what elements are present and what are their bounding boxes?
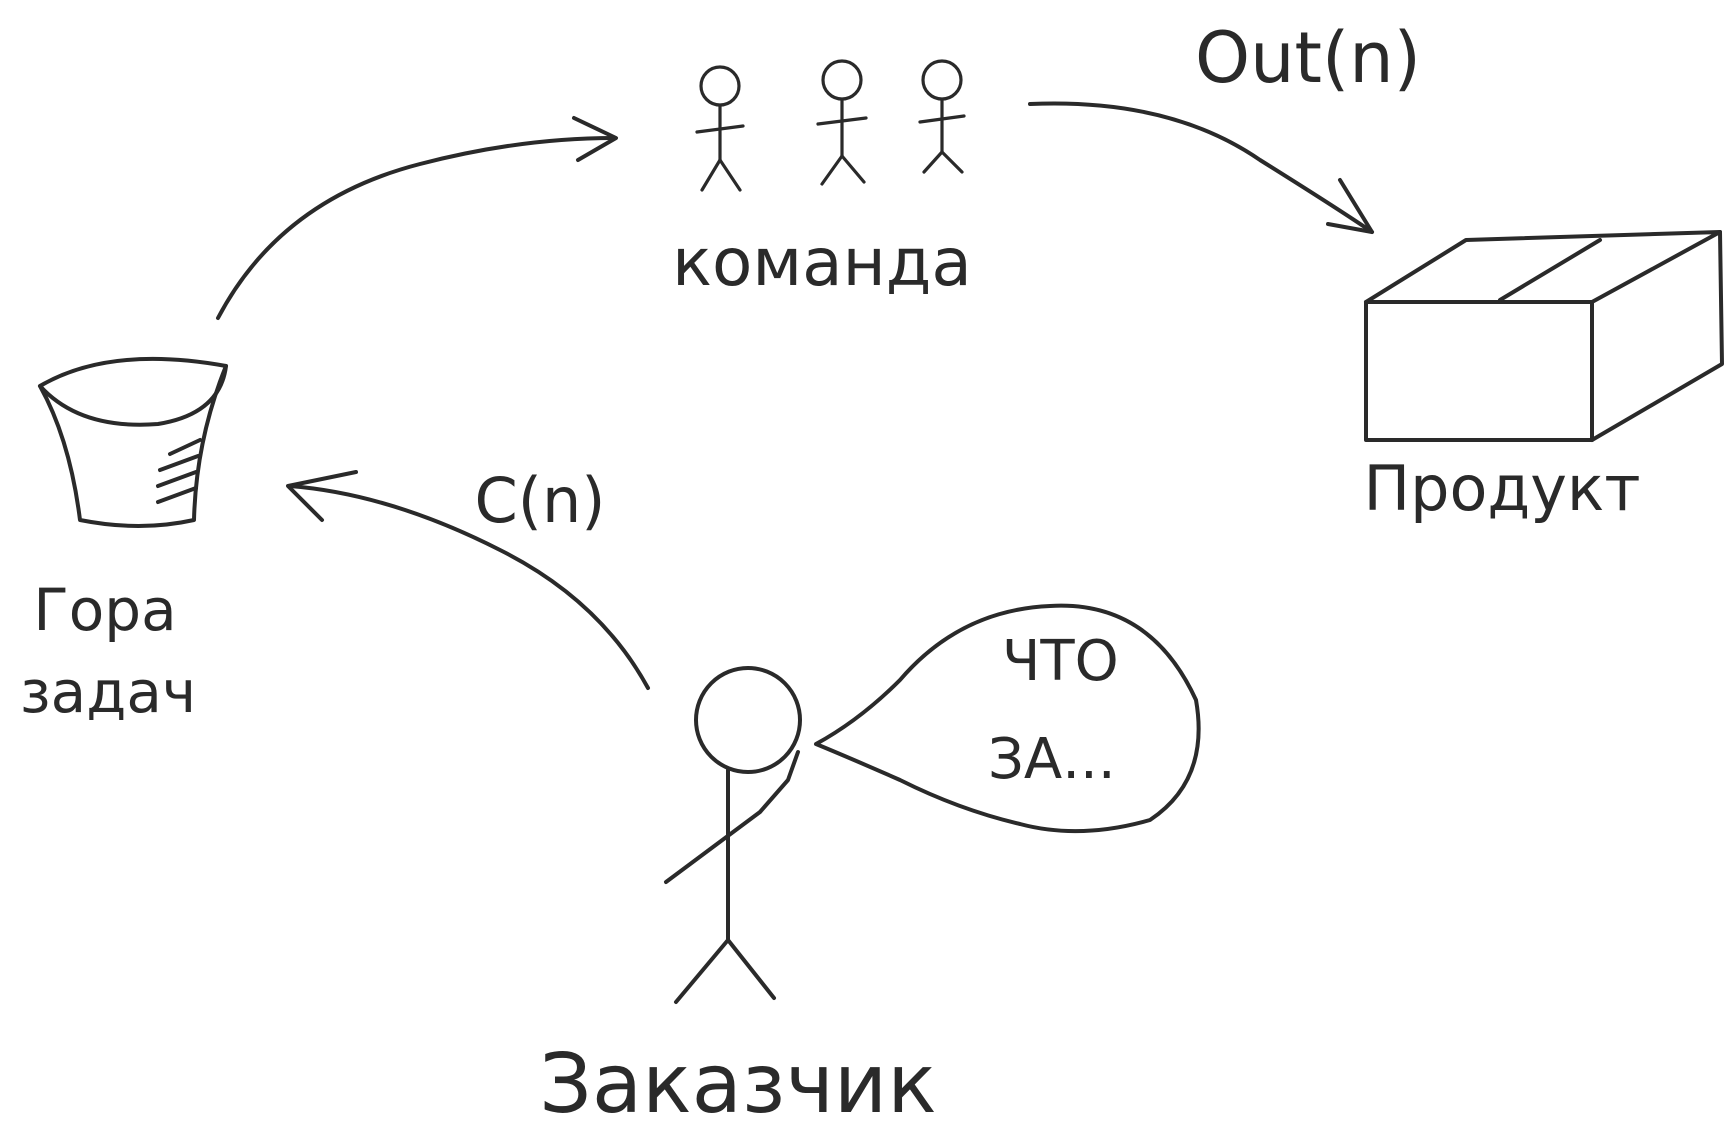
arrow-team-to-product: [1028, 101, 1374, 234]
speech-text-line1: ЧТО: [1002, 629, 1119, 694]
edge-label-c: C(n): [475, 464, 606, 537]
arrow-backlog-to-team: [216, 116, 618, 320]
team-label: команда: [672, 224, 972, 301]
backlog-label-line1: Гора: [33, 576, 176, 644]
customer-label: Заказчик: [539, 1037, 936, 1132]
product-label: Продукт: [1363, 452, 1640, 525]
backlog-bucket-icon: [38, 356, 228, 528]
arrow-customer-to-backlog: [286, 470, 650, 690]
edge-label-out: Out(n): [1195, 17, 1421, 99]
backlog-label-line2: задач: [20, 658, 196, 726]
speech-bubble: [814, 603, 1201, 834]
product-box-icon: [1364, 230, 1724, 442]
customer-stick-figure-icon: [664, 666, 802, 1004]
team-people-icon: [695, 59, 966, 192]
speech-text-line2: ЗА...: [988, 727, 1116, 792]
